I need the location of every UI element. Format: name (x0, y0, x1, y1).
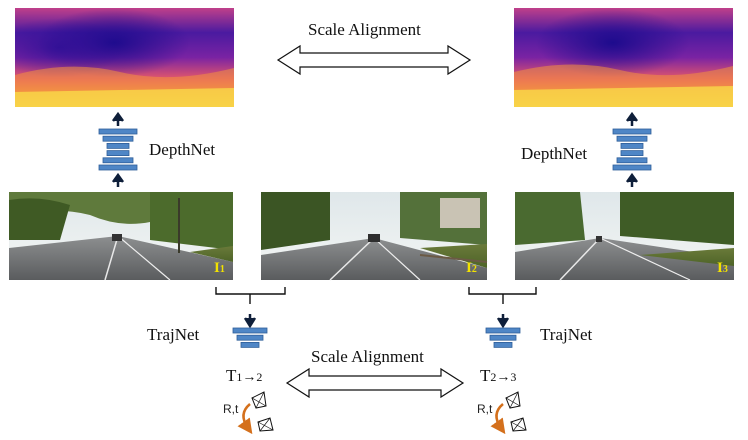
frame-tag-2-letter: I (466, 260, 472, 276)
frame-tag-3: I3 (717, 260, 728, 277)
depthnet-left-arrows (111, 111, 125, 187)
transform-2-3-to: 3 (510, 370, 517, 384)
depth-map-right (514, 8, 733, 107)
trajnet-left-stack (232, 327, 268, 348)
camera-pose-icon-left (237, 391, 274, 435)
depthnet-right-arrows (625, 111, 639, 187)
depthnet-left-stack-layer-1 (98, 128, 138, 135)
frame-tag-1-sub: 1 (219, 264, 225, 275)
top-scale-alignment-label: Scale Alignment (308, 20, 421, 39)
depthnet-right-stack (612, 128, 652, 171)
trajnet-right-label: TrajNet (540, 325, 593, 344)
trajnet-left-stack-layer-2 (236, 334, 264, 341)
depthnet-left-stack-layer-3 (106, 142, 130, 149)
trajnet-right-stack-layer-3 (493, 341, 513, 348)
depthnet-right-stack-layer-1 (612, 128, 652, 135)
trajnet-right-stack-layer-1 (485, 327, 521, 334)
rotation-translation-label-right: R,t (477, 402, 493, 416)
depthnet-right-stack-layer-5 (616, 157, 648, 164)
frame-tag-3-letter: I (717, 260, 723, 276)
transform-2-3-arrow: → (496, 370, 511, 385)
trajnet-right-arrow (496, 314, 510, 329)
depthnet-right-stack-layer-2 (616, 135, 648, 142)
depthnet-right-stack-layer-3 (620, 142, 644, 149)
transform-1-2-label: T1→2 (226, 366, 262, 386)
transform-2-3-letter: T (480, 366, 491, 385)
transform-2-3-from: 2 (490, 370, 497, 384)
frame-tag-1-letter: I (214, 260, 220, 276)
frame-tag-1: I1 (214, 260, 225, 277)
depthnet-right-label: DepthNet (521, 144, 588, 163)
transform-1-2-from: 1 (236, 370, 243, 384)
frame-image-1 (9, 192, 233, 281)
trajnet-left-arrow (243, 314, 257, 329)
bracket-frames-1-2 (215, 287, 286, 304)
frame-image-3 (515, 192, 734, 281)
transform-1-2-letter: T (226, 366, 237, 385)
transform-1-2-arrow: → (242, 370, 257, 385)
transform-2-3-label: T2→3 (480, 366, 516, 386)
frame-image-2 (261, 192, 488, 281)
transform-1-2-to: 2 (256, 370, 263, 384)
trajnet-right-stack (485, 327, 521, 348)
depthnet-left-stack (98, 128, 138, 171)
trajnet-right-stack-layer-2 (489, 334, 517, 341)
depthnet-right-stack-layer-6 (612, 164, 652, 171)
depthnet-right-stack-layer-4 (620, 150, 644, 157)
frame-tag-2-sub: 2 (471, 264, 477, 275)
trajnet-left-stack-layer-3 (240, 341, 260, 348)
frame-tag-3-sub: 3 (722, 264, 728, 275)
camera-pose-icon-right (490, 391, 527, 435)
depthnet-left-stack-layer-4 (106, 150, 130, 157)
depthnet-left-stack-layer-6 (98, 164, 138, 171)
depth-map-left (15, 8, 234, 107)
scale-alignment-arrow-bottom (285, 367, 465, 399)
depthnet-left-stack-layer-5 (102, 157, 134, 164)
depthnet-left-stack-layer-2 (102, 135, 134, 142)
bracket-frames-2-3 (468, 287, 537, 304)
trajnet-left-stack-layer-1 (232, 327, 268, 334)
frame-tag-2: I2 (466, 260, 477, 277)
rotation-translation-label-left: R,t (223, 402, 239, 416)
scale-alignment-arrow-top (276, 44, 472, 76)
bottom-scale-alignment-label: Scale Alignment (311, 347, 424, 366)
trajnet-left-label: TrajNet (147, 325, 200, 344)
depthnet-left-label: DepthNet (149, 140, 216, 159)
